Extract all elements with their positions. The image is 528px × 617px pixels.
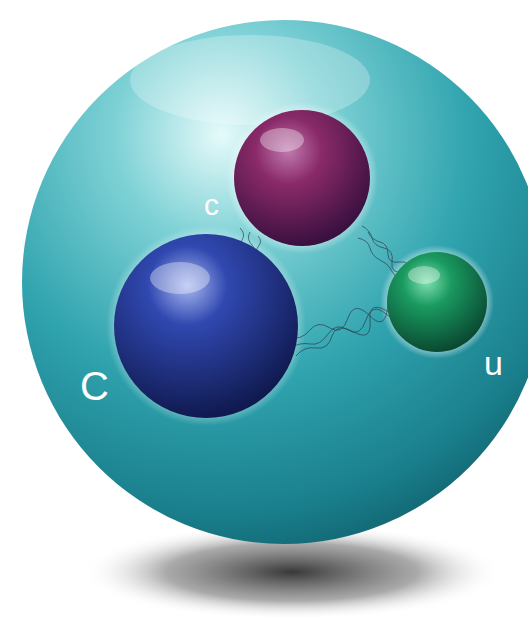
quark-label: C xyxy=(80,366,109,406)
quark-label: c xyxy=(204,190,219,220)
quark-label: u xyxy=(484,346,503,380)
